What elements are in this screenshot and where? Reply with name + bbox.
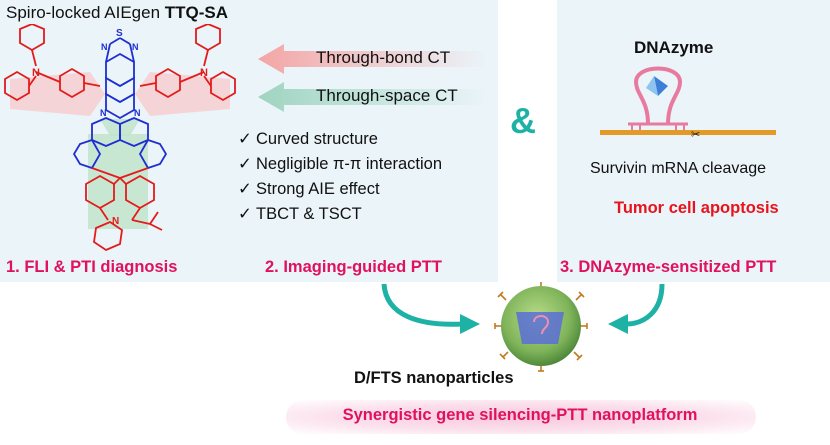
molecule-name: TTQ-SA xyxy=(164,3,229,22)
nanoparticle-icon xyxy=(494,282,588,372)
check-item: ✓TBCT & TSCT xyxy=(238,202,498,227)
check-icon: ✓ xyxy=(238,130,252,148)
left-amine-n-label: N xyxy=(32,67,40,79)
thiadiazole-s-label: S xyxy=(116,28,123,39)
tumor-apoptosis-label: Tumor cell apoptosis xyxy=(614,199,779,217)
check-item-text: TBCT & TSCT xyxy=(256,205,362,223)
mrna-strand xyxy=(600,130,776,135)
right-curved-arrow-icon xyxy=(608,283,665,334)
surface-ligands xyxy=(494,282,588,372)
check-item-text: Curved structure xyxy=(256,130,378,148)
check-icon: ✓ xyxy=(238,205,252,223)
nanoparticle-core xyxy=(516,312,564,344)
left-triphenylamine xyxy=(4,24,101,102)
metal-ion-icon xyxy=(654,76,668,96)
thiadiazole-n-left: N xyxy=(101,42,108,52)
right-amine-n-label: N xyxy=(200,67,208,79)
property-checklist: ✓Curved structure ✓Negligible π-π intera… xyxy=(238,127,498,227)
spiro-acridine xyxy=(85,167,163,252)
pyrazine-n-left: N xyxy=(100,108,107,118)
through-space-ct-label: Through-space CT xyxy=(316,86,458,105)
mrna-cleavage-label: Survivin mRNA cleavage xyxy=(590,160,767,177)
check-item-text: Negligible π-π interaction xyxy=(256,155,443,173)
molecule-structure: N N S N N N N xyxy=(4,24,236,252)
arrow-left-icon xyxy=(258,44,486,74)
check-item: ✓Negligible π-π interaction xyxy=(238,152,498,177)
check-icon: ✓ xyxy=(238,180,252,198)
dnazyme-icon: ✂ xyxy=(600,66,776,140)
molecule-title-prefix: Spiro-locked AIEgen xyxy=(6,3,165,22)
left-curved-arrow-icon xyxy=(381,283,480,334)
scissors-icon: ✂ xyxy=(691,129,700,140)
platform-banner xyxy=(286,400,756,434)
ampersand-symbol: & xyxy=(510,100,536,141)
dnazyme-panel xyxy=(557,0,830,282)
dnazyme-title: DNAzyme xyxy=(634,38,714,57)
step-1-label: 1. FLI & PTI diagnosis xyxy=(6,258,178,276)
through-bond-ct-arrow: Through-bond CT xyxy=(258,44,486,74)
pyrazine-n-right: N xyxy=(134,108,141,118)
arrow-left-icon xyxy=(258,82,486,112)
right-triphenylamine xyxy=(139,24,236,102)
acridine-n-label: N xyxy=(112,216,119,227)
right-donor-shade xyxy=(135,72,230,116)
step-2-label: 2. Imaging-guided PTT xyxy=(265,258,442,276)
dnazyme-loop xyxy=(633,66,683,125)
nanoparticle-label: D/FTS nanoparticles xyxy=(354,369,514,387)
through-space-ct-arrow: Through-space CT xyxy=(258,82,486,112)
platform-label: Synergistic gene silencing-PTT nanoplatf… xyxy=(342,406,698,424)
molecule-panel xyxy=(0,0,498,282)
check-item-text: Strong AIE effect xyxy=(256,180,380,198)
check-item: ✓Strong AIE effect xyxy=(238,177,498,202)
through-bond-ct-label: Through-bond CT xyxy=(316,48,451,67)
thiadiazole-n-right: N xyxy=(132,42,139,52)
check-item: ✓Curved structure xyxy=(238,127,498,152)
molecule-title: Spiro-locked AIEgen TTQ-SA xyxy=(6,3,228,23)
left-donor-shade xyxy=(10,72,105,116)
step-3-label: 3. DNAzyme-sensitized PTT xyxy=(560,258,777,276)
check-icon: ✓ xyxy=(238,155,252,173)
